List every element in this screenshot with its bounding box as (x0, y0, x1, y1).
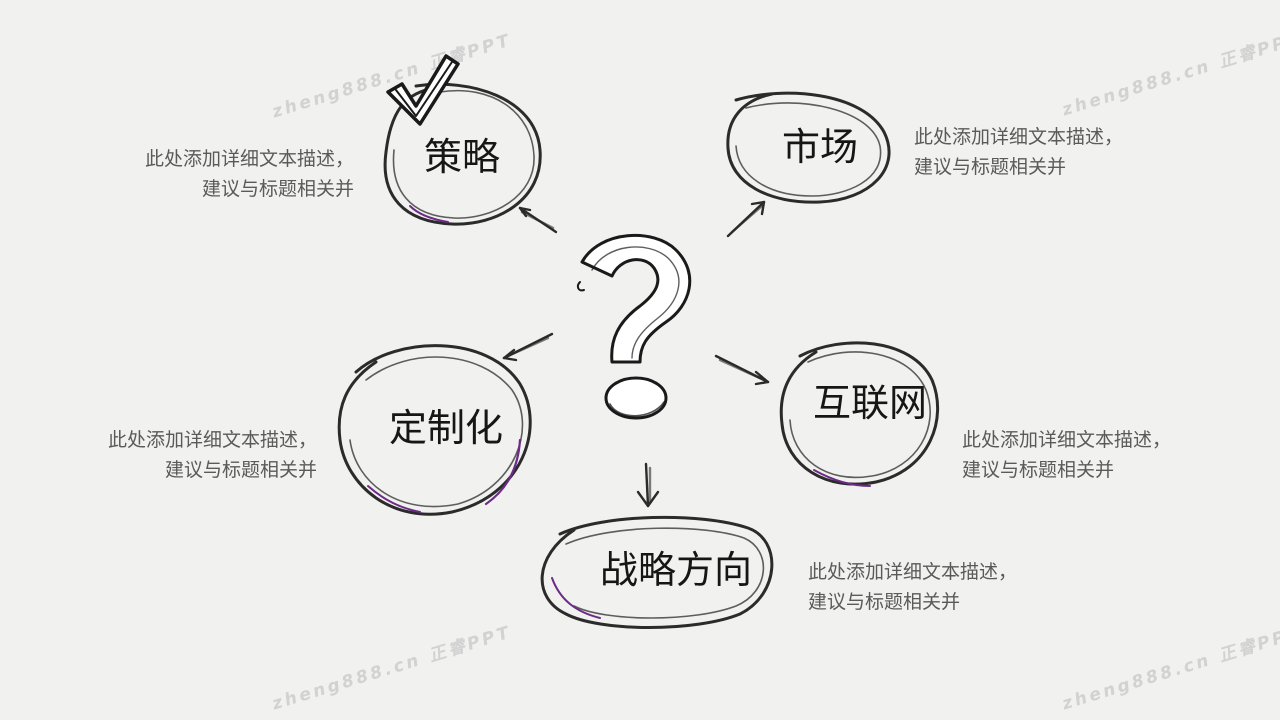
desc-direction: 此处添加详细文本描述， 建议与标题相关并 (808, 557, 1017, 617)
arrow-to-internet (714, 354, 770, 386)
node-label-market: 市场 (781, 125, 859, 169)
node-label-custom: 定制化 (388, 406, 504, 450)
desc-custom-line1: 此处添加详细文本描述， (107, 429, 317, 451)
question-mark-icon (576, 233, 692, 420)
node-market-circle (726, 91, 891, 204)
desc-strategy: 此处添加详细文本描述， 建议与标题相关并 (145, 144, 354, 204)
arrow-to-direction (636, 462, 660, 508)
node-label-internet: 互联网 (812, 381, 928, 425)
desc-market-line2: 建议与标题相关并 (914, 156, 1067, 178)
desc-internet: 此处添加详细文本描述， 建议与标题相关并 (962, 425, 1171, 485)
desc-market: 此处添加详细文本描述， 建议与标题相关并 (914, 122, 1123, 182)
desc-internet-line1: 此处添加详细文本描述， (962, 429, 1172, 451)
arrow-to-strategy (518, 206, 558, 234)
desc-direction-line2: 建议与标题相关并 (808, 591, 961, 613)
desc-market-line1: 此处添加详细文本描述， (914, 126, 1124, 148)
node-direction-circle (540, 515, 774, 629)
desc-internet-line2: 建议与标题相关并 (962, 459, 1115, 481)
arrow-to-custom (502, 332, 554, 362)
desc-direction-line1: 此处添加详细文本描述， (808, 561, 1018, 583)
node-custom-circle (337, 344, 532, 516)
arrow-to-market (726, 200, 766, 238)
node-internet-circle (779, 341, 940, 487)
desc-custom-line2: 建议与标题相关并 (164, 459, 317, 481)
check-mark-icon (386, 54, 460, 126)
node-label-direction: 战略方向 (599, 548, 753, 592)
desc-strategy-line2: 建议与标题相关并 (201, 178, 354, 200)
desc-strategy-line1: 此处添加详细文本描述， (144, 148, 354, 170)
node-label-strategy: 策略 (423, 135, 501, 179)
node-strategy-circle (383, 82, 542, 226)
desc-custom: 此处添加详细文本描述， 建议与标题相关并 (108, 425, 317, 485)
